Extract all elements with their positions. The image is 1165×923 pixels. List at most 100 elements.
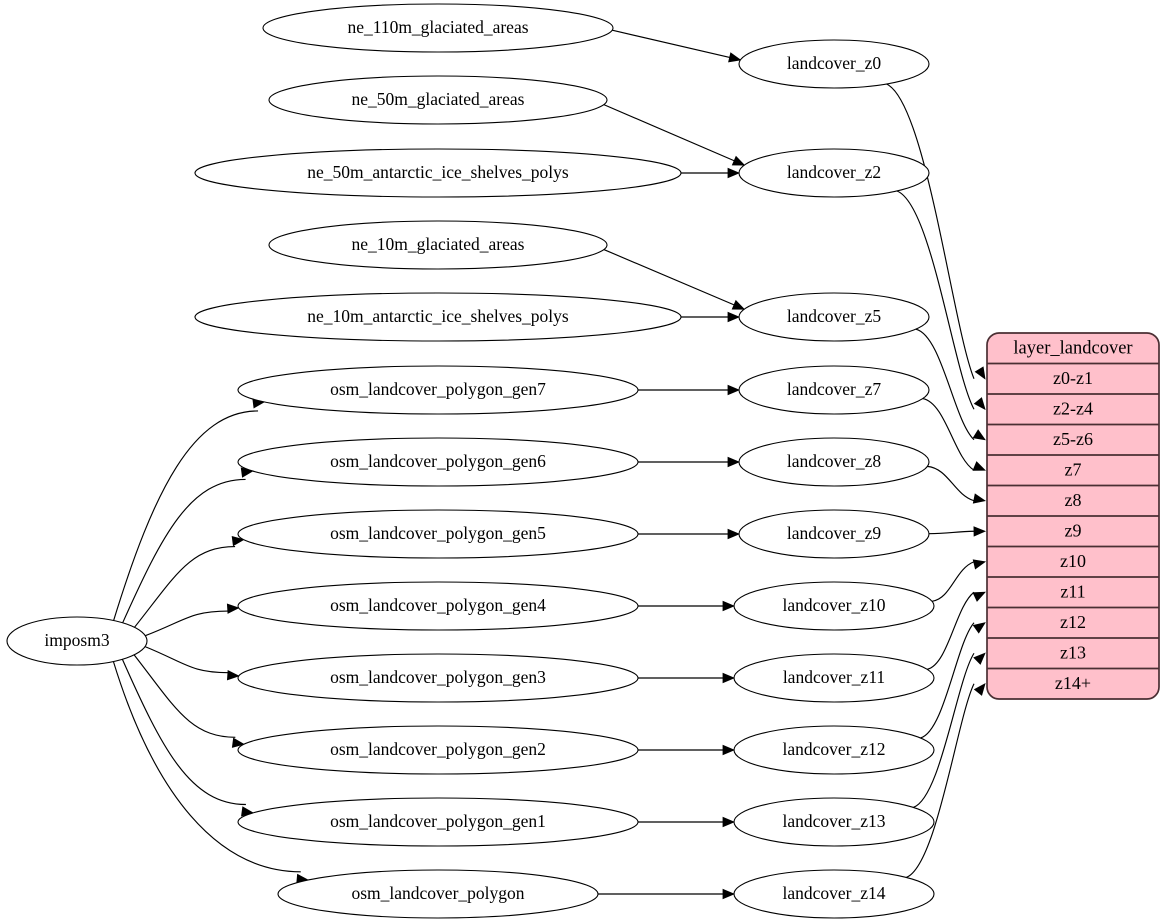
edge [896,190,975,410]
node-osm-landcover-polygon-gen6[interactable]: osm_landcover_polygon_gen6 [237,437,639,487]
edge [134,545,236,628]
node-label: landcover_z10 [782,595,885,615]
node-landcover-z14[interactable]: landcover_z14 [733,869,935,919]
node-landcover-z2[interactable]: landcover_z2 [738,148,930,198]
table-row-z9[interactable]: z9 [1065,520,1082,540]
node-ellipse [237,725,639,775]
node-label: osm_landcover_polygon [351,883,524,903]
node-landcover-z7[interactable]: landcover_z7 [738,365,930,415]
node-ellipse [738,509,930,559]
edge-arrowhead [727,528,741,540]
edge-arrowhead [972,461,986,471]
node-osm-landcover-polygon[interactable]: osm_landcover_polygon [277,869,599,919]
node-label: osm_landcover_polygon_gen1 [330,811,546,831]
edge-arrowhead [973,397,986,411]
table-row-z5-z6[interactable]: z5-z6 [1053,429,1093,449]
table-row-z13[interactable]: z13 [1060,642,1086,662]
edge [612,29,730,59]
edge-arrowhead [731,155,746,166]
node-ellipse [268,75,608,125]
table-outline [986,332,1160,700]
node-ellipse [277,869,599,919]
node-label: ne_10m_glaciated_areas [352,234,525,254]
node-label: osm_landcover_polygon_gen6 [330,451,546,471]
node-label: osm_landcover_polygon_gen3 [330,667,546,687]
edge-arrowhead [727,384,741,396]
edge-arrowhead [231,737,245,748]
edge-arrowhead [722,816,736,828]
node-osm-landcover-polygon-gen2[interactable]: osm_landcover_polygon_gen2 [237,725,639,775]
node-label: landcover_z13 [782,811,885,831]
node-landcover-z9[interactable]: landcover_z9 [738,509,930,559]
node-ellipse [237,509,639,559]
node-ellipse [738,39,930,89]
node-label: landcover_z7 [787,379,882,399]
edge [121,659,246,806]
table-row-z0-z1[interactable]: z0-z1 [1053,368,1093,388]
edge [920,622,975,739]
edge-arrowhead [972,493,987,504]
node-ellipse [6,616,148,666]
node-imposm3[interactable]: imposm3 [6,616,148,666]
edge-arrowhead [727,311,741,323]
node-label: landcover_z2 [787,162,881,182]
table-row-z10[interactable]: z10 [1060,551,1086,571]
table-row-z14-[interactable]: z14+ [1055,673,1091,693]
table-row-z11[interactable]: z11 [1060,581,1085,601]
node-osm-landcover-polygon-gen5[interactable]: osm_landcover_polygon_gen5 [237,509,639,559]
node-label: landcover_z5 [787,306,882,326]
edge [112,661,301,873]
node-ne-110m-glaciated-areas[interactable]: ne_110m_glaciated_areas [262,3,614,53]
node-landcover-z10[interactable]: landcover_z10 [733,581,935,631]
node-ne-50m-glaciated-areas[interactable]: ne_50m_glaciated_areas [268,75,608,125]
node-ne-50m-antarctic-ice-shelves-polys[interactable]: ne_50m_antarctic_ice_shelves_polys [194,148,682,198]
node-ellipse [194,148,682,198]
node-landcover-z0[interactable]: landcover_z0 [738,39,930,89]
edge-arrowhead [973,682,986,696]
table-row-z8[interactable]: z8 [1065,490,1082,510]
node-landcover-z5[interactable]: landcover_z5 [738,292,930,342]
edge [915,328,975,441]
table-header-label: layer_landcover [1013,339,1132,359]
node-label: ne_50m_antarctic_ice_shelves_polys [307,162,569,182]
edge-arrowhead [973,652,986,665]
edge-arrowhead [226,670,240,681]
table-row-z2-z4[interactable]: z2-z4 [1053,398,1093,418]
node-osm-landcover-polygon-gen3[interactable]: osm_landcover_polygon_gen3 [237,653,639,703]
node-ellipse [237,797,639,847]
table-row-z12[interactable]: z12 [1060,612,1086,632]
node-ne-10m-antarctic-ice-shelves-polys[interactable]: ne_10m_antarctic_ice_shelves_polys [194,292,682,342]
node-landcover-z8[interactable]: landcover_z8 [738,437,930,487]
node-ellipse [738,292,930,342]
edge-arrowhead [722,600,736,612]
node-ne-10m-glaciated-areas[interactable]: ne_10m_glaciated_areas [268,220,608,270]
node-label: osm_landcover_polygon_gen2 [330,739,546,759]
node-ellipse [738,148,930,198]
node-label: landcover_z9 [787,523,882,543]
node-osm-landcover-polygon-gen7[interactable]: osm_landcover_polygon_gen7 [237,365,639,415]
node-label: osm_landcover_polygon_gen4 [330,595,546,615]
node-landcover-z12[interactable]: landcover_z12 [733,725,935,775]
edge [906,683,975,878]
edge [133,654,236,738]
node-ellipse [733,797,935,847]
node-label: ne_10m_antarctic_ice_shelves_polys [307,306,569,326]
edge [603,249,735,306]
edge [926,591,975,670]
edge [113,410,259,621]
edge [931,561,975,602]
node-ellipse [738,437,930,487]
edge [122,478,246,624]
node-osm-landcover-polygon-gen1[interactable]: osm_landcover_polygon_gen1 [237,797,639,847]
node-osm-landcover-polygon-gen4[interactable]: osm_landcover_polygon_gen4 [237,581,639,631]
edge-arrowhead [727,456,741,468]
edge-arrowhead [226,603,240,614]
edge [927,465,975,502]
edge-arrowhead [972,559,987,570]
node-label: osm_landcover_polygon_gen7 [330,379,546,399]
table-row-z7[interactable]: z7 [1065,459,1082,479]
node-landcover-z11[interactable]: landcover_z11 [733,653,935,703]
edge-arrowhead [727,167,741,179]
node-landcover-z13[interactable]: landcover_z13 [733,797,935,847]
